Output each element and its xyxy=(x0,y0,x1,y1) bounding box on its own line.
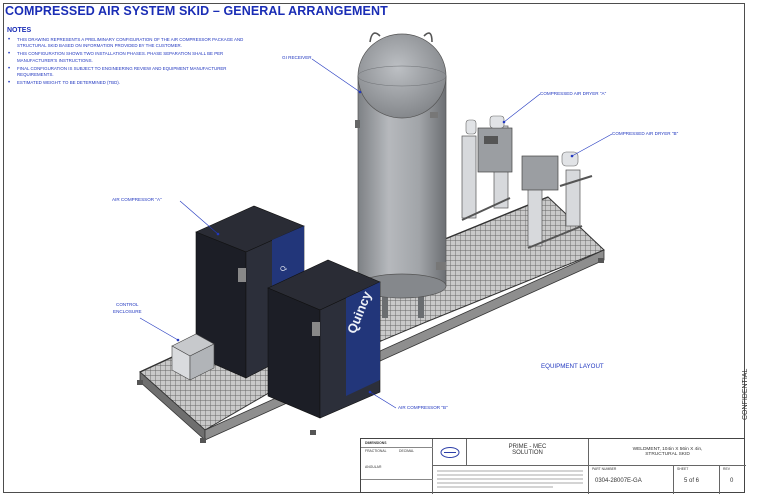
notes-list: THIS DRAWING REPRESENTS A PRELIMINARY CO… xyxy=(7,37,247,88)
callout-dryer-a: COMPRESSED AIR DRYER "A" xyxy=(540,91,607,96)
equipment-layout-label: EQUIPMENT LAYOUT xyxy=(541,363,604,370)
callout-dryer-b: COMPRESSED AIR DRYER "B" xyxy=(612,131,679,136)
dims-angular: ANGULAR xyxy=(365,465,382,469)
notes-small-cell xyxy=(433,466,589,494)
note-item: THIS CONFIGURATION SHOWS TWO INSTALLATIO… xyxy=(7,51,247,64)
fine-print-lines xyxy=(437,470,583,488)
rev-cell: REV 0 xyxy=(720,466,746,494)
callout-compressor-b: AIR COMPRESSOR "B" xyxy=(398,405,448,410)
company-line2: SOLUTION xyxy=(512,450,543,456)
confidential-side-label: CONFIDENTIAL xyxy=(742,368,749,420)
callout-compressor-a: AIR COMPRESSOR "A" xyxy=(112,197,162,202)
svg-text:Q: Q xyxy=(279,264,288,272)
air-compressor-b xyxy=(267,259,381,419)
description-line1: WELDMENT, 104in X 56in X 4in, xyxy=(632,447,703,452)
dims-cell: DIMENSIONS FRACTIONAL DECIMAL ANGULAR xyxy=(361,439,433,494)
notes-heading: NOTES xyxy=(7,27,32,34)
dims-decimal: DECIMAL xyxy=(399,449,415,453)
description-cell: WELDMENT, 104in X 56in X 4in, STRUCTURAL… xyxy=(589,439,746,466)
dims-header: DIMENSIONS xyxy=(365,441,387,445)
company-logo-icon xyxy=(440,447,460,458)
rev-value: 0 xyxy=(730,478,734,484)
sheet-value: 5 of 6 xyxy=(684,478,700,484)
sheet-cell: SHEET 5 of 6 xyxy=(674,466,720,494)
note-item: FINAL CONFIGURATION IS SUBJECT TO ENGINE… xyxy=(7,66,247,79)
description-line2: STRUCTURAL SKID xyxy=(645,452,690,457)
logo-cell xyxy=(433,439,467,466)
note-item: THIS DRAWING REPRESENTS A PRELIMINARY CO… xyxy=(7,37,247,50)
air-receiver-tank xyxy=(355,32,447,318)
drawing-title: COMPRESSED AIR SYSTEM SKID – GENERAL ARR… xyxy=(5,4,388,18)
company-cell: PRIME - MEC SOLUTION xyxy=(467,439,589,466)
part-number-label: PART NUMBER xyxy=(592,467,617,471)
leader-lines xyxy=(139,58,613,409)
part-number-value: 0304-28007E-GA xyxy=(595,478,642,484)
title-block: DIMENSIONS FRACTIONAL DECIMAL ANGULAR PR… xyxy=(360,438,746,494)
sheet-label: SHEET xyxy=(677,467,689,471)
dims-fractional: FRACTIONAL xyxy=(365,449,387,453)
part-number-cell: PART NUMBER 0304-28007E-GA xyxy=(589,466,674,494)
dryer-a xyxy=(461,115,513,221)
dryer-b xyxy=(521,151,593,249)
callout-control-line2: ENCLOSURE xyxy=(113,309,142,314)
note-item: ESTIMATED WEIGHT: TO BE DETERMINED (TBD)… xyxy=(7,80,247,87)
callout-control-line1: CONTROL xyxy=(116,302,139,307)
company-line1: PRIME - MEC xyxy=(508,444,547,450)
rev-label: REV xyxy=(723,467,730,471)
callout-receiver: GI RECEIVER xyxy=(282,55,312,60)
